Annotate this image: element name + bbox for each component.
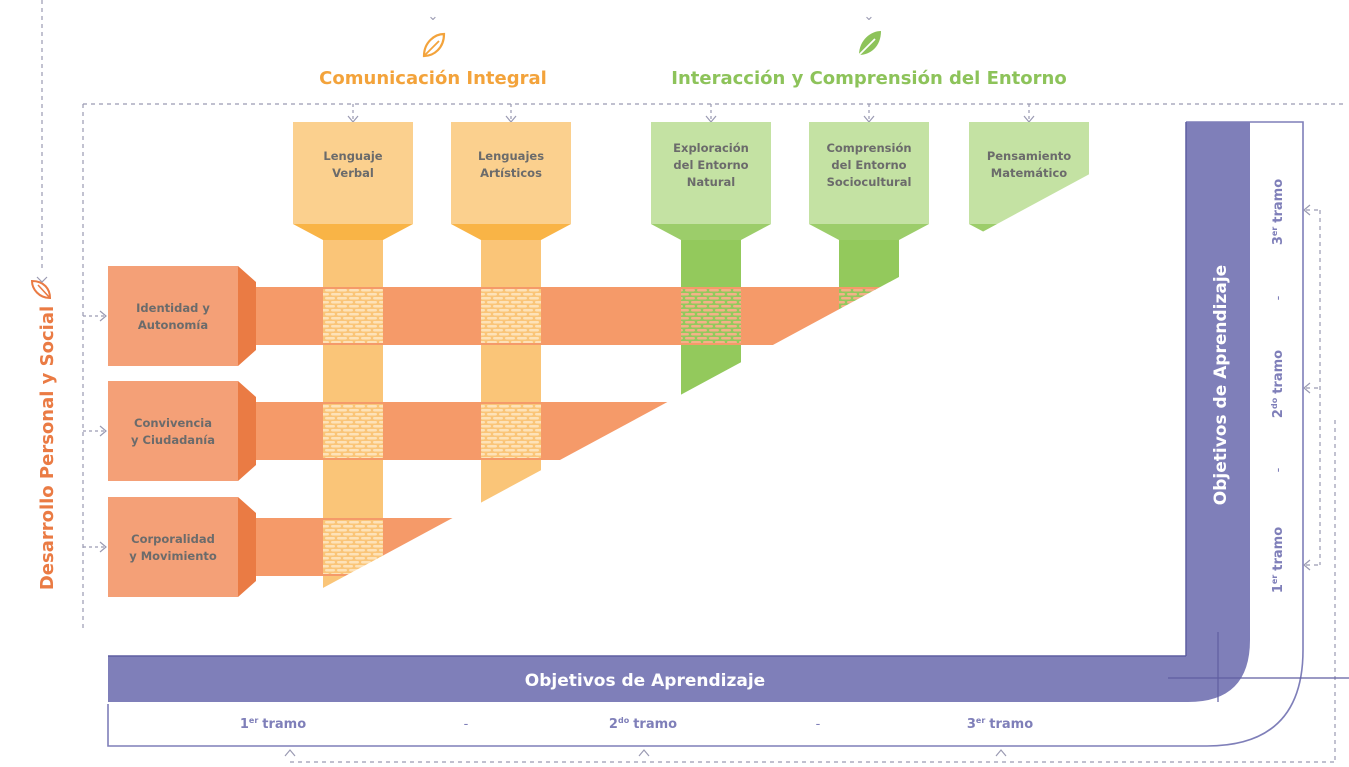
group-title-interaccion: Interacción y Comprensión del Entorno bbox=[671, 68, 1066, 89]
row-label-line: y Movimiento bbox=[129, 549, 217, 563]
row-label-line: Identidad y bbox=[136, 301, 210, 315]
row-label-line: Convivencia bbox=[134, 416, 212, 430]
weave-intersection bbox=[323, 404, 383, 458]
row-header-box bbox=[108, 497, 238, 597]
column-header-band bbox=[451, 224, 571, 240]
left-axis-title: Desarrollo Personal y Social bbox=[37, 306, 58, 590]
left-axis: Desarrollo Personal y Social bbox=[30, 279, 58, 590]
row-header: Corporalidad y Movimiento bbox=[83, 497, 256, 597]
tramo-3-right: 3ertramo bbox=[1270, 179, 1286, 245]
leaf-icon bbox=[858, 31, 881, 56]
weave-intersection bbox=[481, 404, 541, 458]
column-header-band bbox=[651, 224, 771, 240]
row-label-line: Autonomía bbox=[138, 318, 208, 332]
column-label-line: del Entorno bbox=[673, 158, 748, 172]
row-label-line: Corporalidad bbox=[131, 532, 215, 546]
column-header-band bbox=[809, 224, 929, 240]
weave-intersection bbox=[323, 289, 383, 343]
column-label-line: Comprensión bbox=[826, 141, 911, 155]
row-header-band bbox=[238, 381, 256, 481]
chevron-down-icon: ⌄ bbox=[428, 9, 439, 24]
column-label-line: Artísticos bbox=[480, 166, 542, 180]
row-header: Identidad y Autonomía bbox=[83, 266, 256, 366]
row-header-band bbox=[238, 497, 256, 597]
row-header: Convivencia y Ciudadanía bbox=[83, 381, 256, 481]
column-label-line: Matemático bbox=[991, 166, 1068, 180]
column-header-box bbox=[651, 122, 771, 224]
group-title-comunicacion: Comunicación Integral bbox=[319, 68, 547, 89]
chevron-right-icon bbox=[99, 310, 107, 322]
row-header-box bbox=[108, 266, 238, 366]
objectives-frame: Objetivos de Aprendizaje Objetivos de Ap… bbox=[107, 121, 1349, 747]
chevron-down-icon: ⌄ bbox=[864, 9, 875, 24]
dashed-guides bbox=[41, 0, 1345, 763]
row-label-line: y Ciudadanía bbox=[131, 433, 215, 447]
column-header-box bbox=[809, 122, 929, 224]
arrow-markers bbox=[36, 204, 1311, 757]
separator: - bbox=[464, 717, 469, 732]
column-header-band bbox=[293, 224, 413, 240]
group-interaccion: ⌄ Interacción y Comprensión del Entorno bbox=[671, 9, 1066, 89]
column-label-line: Lenguajes bbox=[478, 149, 544, 163]
separator: - bbox=[1271, 467, 1286, 472]
column-label-line: Lenguaje bbox=[323, 149, 382, 163]
objectives-label-horizontal: Objetivos de Aprendizaje bbox=[525, 671, 765, 691]
column-header-box bbox=[293, 122, 413, 224]
leaf-icon bbox=[422, 32, 446, 58]
leaf-icon bbox=[30, 279, 52, 300]
tramo-1-right: 1ertramo bbox=[1270, 527, 1286, 593]
chevron-right-icon bbox=[99, 541, 107, 553]
objectives-label-vertical: Objetivos de Aprendizaje bbox=[1211, 265, 1231, 505]
row-header-box bbox=[108, 381, 238, 481]
column-label-line: Exploración bbox=[673, 141, 749, 155]
tramo-2-right: 2dotramo bbox=[1270, 350, 1286, 418]
tramos-right: 3ertramo - 2dotramo - 1ertramo bbox=[1270, 179, 1286, 593]
weave-intersection bbox=[481, 289, 541, 343]
column-label-line: Pensamiento bbox=[987, 149, 1071, 163]
separator: - bbox=[1271, 295, 1286, 300]
column-label-line: del Entorno bbox=[831, 158, 906, 172]
weave-intersection bbox=[681, 289, 741, 343]
column-label-line: Verbal bbox=[332, 166, 374, 180]
column-label-line: Sociocultural bbox=[827, 175, 912, 189]
chevron-right-icon bbox=[99, 425, 107, 437]
separator: - bbox=[816, 717, 821, 732]
column-header-box bbox=[451, 122, 571, 224]
column-label-line: Natural bbox=[687, 175, 735, 189]
group-comunicacion: ⌄ Comunicación Integral bbox=[319, 9, 547, 89]
row-header-band bbox=[238, 266, 256, 366]
